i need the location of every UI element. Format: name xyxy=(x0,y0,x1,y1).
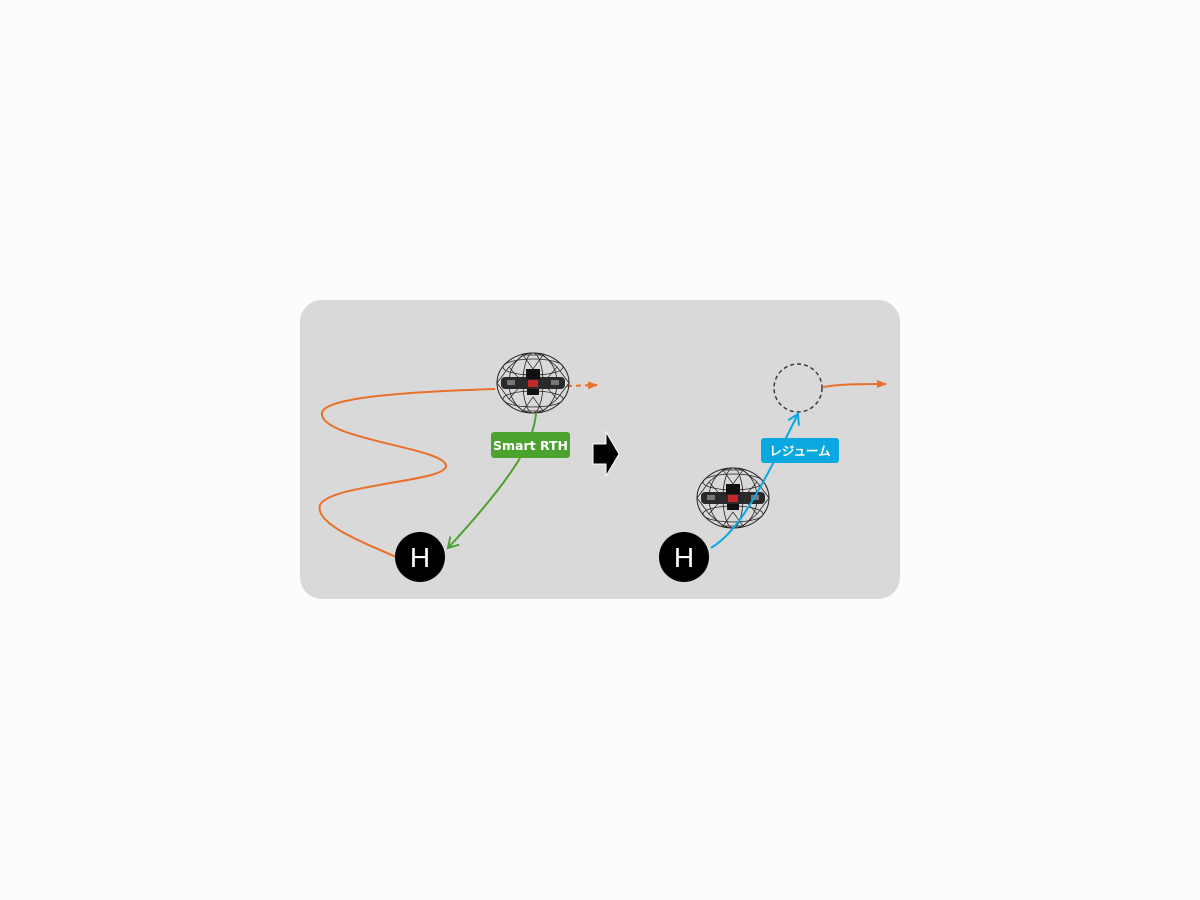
resumed-flight-path xyxy=(822,380,887,389)
smart-rth-badge: Smart RTH xyxy=(491,432,570,458)
resume-badge: レジューム xyxy=(761,438,839,463)
resume-label: レジューム xyxy=(769,444,831,459)
transition-arrow-icon xyxy=(592,430,620,478)
waypoint-dashed-circle-icon xyxy=(773,363,823,413)
smart-rth-label: Smart RTH xyxy=(493,438,568,453)
home-marker-icon: H xyxy=(659,532,709,582)
rth-path xyxy=(446,413,537,550)
flight-path xyxy=(318,388,496,558)
home-marker-label: H xyxy=(674,542,694,573)
home-marker-label: H xyxy=(410,542,430,573)
home-marker-icon: H xyxy=(395,532,445,582)
